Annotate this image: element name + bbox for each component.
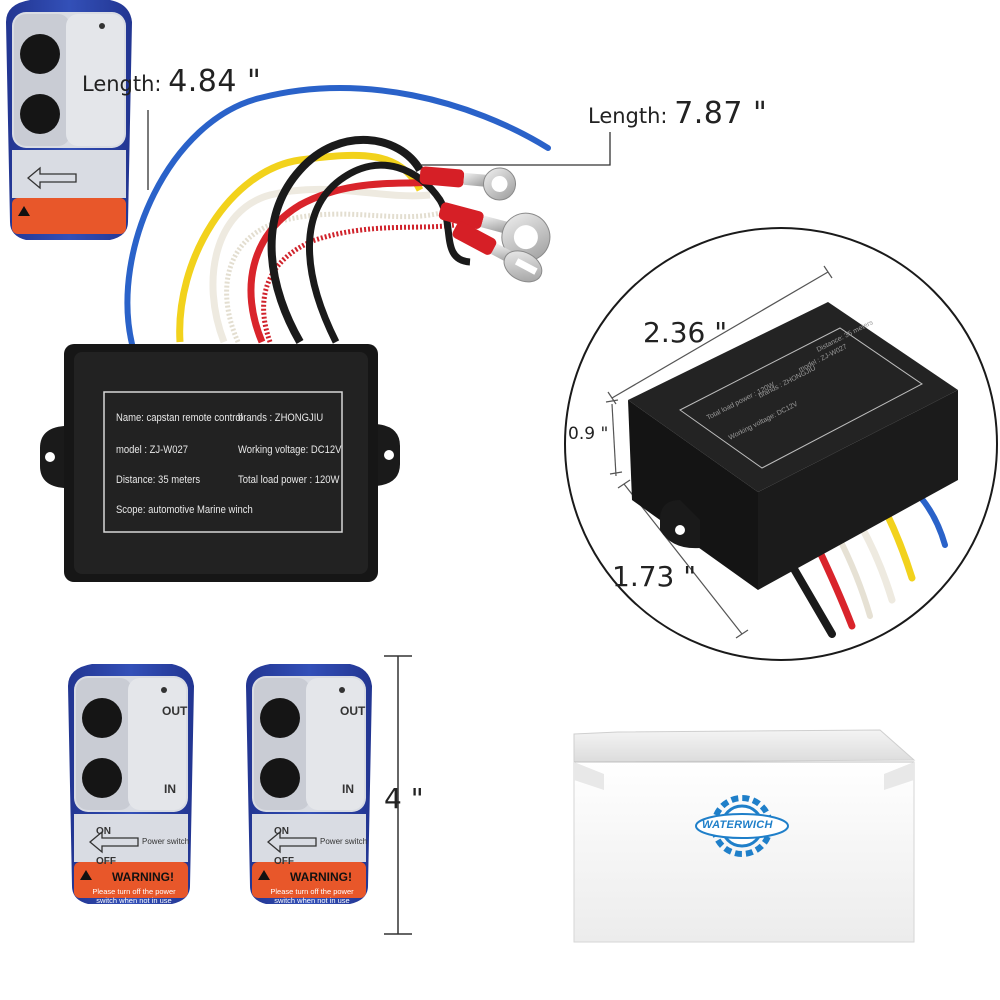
receiver-label-voltage: Working voltage: DC12V xyxy=(238,444,342,456)
receiver-width-label: 2.36 " xyxy=(643,316,728,349)
remote-height-dimension xyxy=(384,655,412,935)
remote-warning-text: Please turn off the power switch when no… xyxy=(270,887,354,905)
receiver-label-model: model : ZJ-W027 xyxy=(116,444,189,456)
length-value: 7.87 " xyxy=(674,96,768,131)
remote-on-label: ON xyxy=(274,826,289,837)
remote-out-label: OUT xyxy=(162,704,188,718)
remote-warning-title: WARNING! xyxy=(290,870,352,884)
remote-in-label: IN xyxy=(342,782,354,796)
receiver-label-load: Total load power : 120W xyxy=(238,474,340,486)
box-brand-label: WATERWICH xyxy=(702,819,773,831)
receiver-wires xyxy=(124,85,551,347)
remote-warning-title: WARNING! xyxy=(112,870,174,884)
length-leaders xyxy=(147,110,611,190)
remote-power-switch-label: Power switch xyxy=(142,837,190,846)
remote-off-label: OFF xyxy=(96,856,116,867)
detail-circle: Total load power : 120W Working voltage:… xyxy=(564,227,998,661)
receiver-label-distance: Distance: 35 meters xyxy=(116,474,201,486)
length-value: 4.84 " xyxy=(168,64,262,99)
product-box xyxy=(573,729,916,943)
receiver-label-scope: Scope: automotive Marine winch xyxy=(116,504,253,516)
wire-length-1-label: Length: 4.84 " xyxy=(82,64,261,99)
gear-logo-icon xyxy=(695,795,789,857)
length-prefix: Length: xyxy=(588,104,675,128)
ring-terminals xyxy=(419,166,551,283)
receiver-label-name: Name: capstan remote control xyxy=(116,412,243,424)
receiver-height-label: 0.9 " xyxy=(568,424,609,444)
length-prefix: Length: xyxy=(82,72,169,96)
receiver-label-brands: brands : ZHONGJIU xyxy=(238,412,324,424)
receiver-depth-label: 1.73 " xyxy=(612,560,697,593)
remote-on-label: ON xyxy=(96,826,111,837)
remote-off-label: OFF xyxy=(274,856,294,867)
remote-in-label: IN xyxy=(164,782,176,796)
wire-length-2-label: Length: 7.87 " xyxy=(588,96,767,131)
remote-out-label: OUT xyxy=(340,704,366,718)
receiver-box xyxy=(40,344,400,582)
remote-height-label: 4 " xyxy=(384,782,424,815)
remote-warning-text: Please turn off the power switch when no… xyxy=(92,887,176,905)
remote-power-switch-label: Power switch xyxy=(320,837,368,846)
